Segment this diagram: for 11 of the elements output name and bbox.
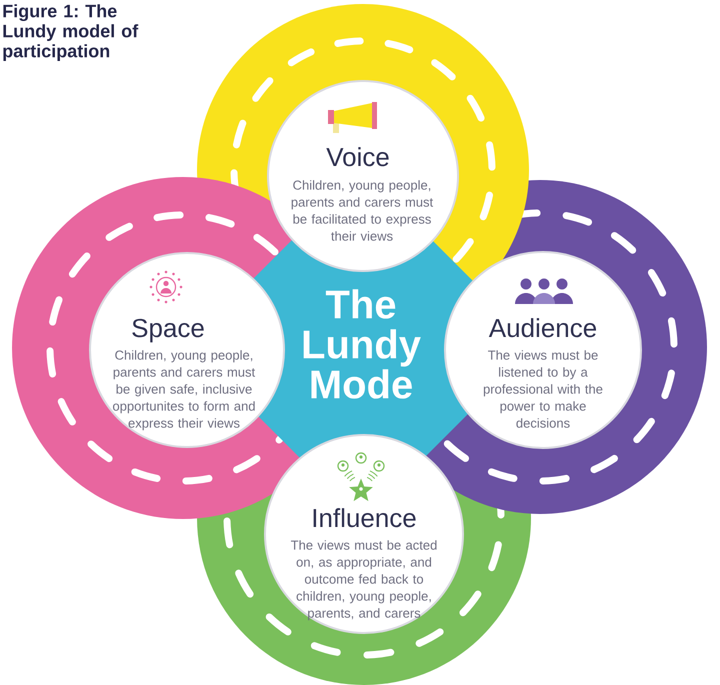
- description: The views must be acted on, as appropriate, and outcome fed back to children, young people, parents, and carers: [290, 540, 436, 620]
- description: The views must be listened to by a professional with the power to make decisions: [484, 350, 602, 428]
- info-circle: [444, 251, 642, 449]
- heading: Space: [132, 318, 204, 342]
- info-circle: [89, 252, 285, 448]
- figure-title: Figure 1: The Lundy model of participation: [3, 4, 138, 61]
- heading: Influence: [314, 508, 416, 528]
- info-circle: [267, 80, 459, 272]
- heading: Voice: [326, 147, 389, 166]
- heading: Audience: [488, 318, 596, 338]
- info-circle: [264, 434, 464, 634]
